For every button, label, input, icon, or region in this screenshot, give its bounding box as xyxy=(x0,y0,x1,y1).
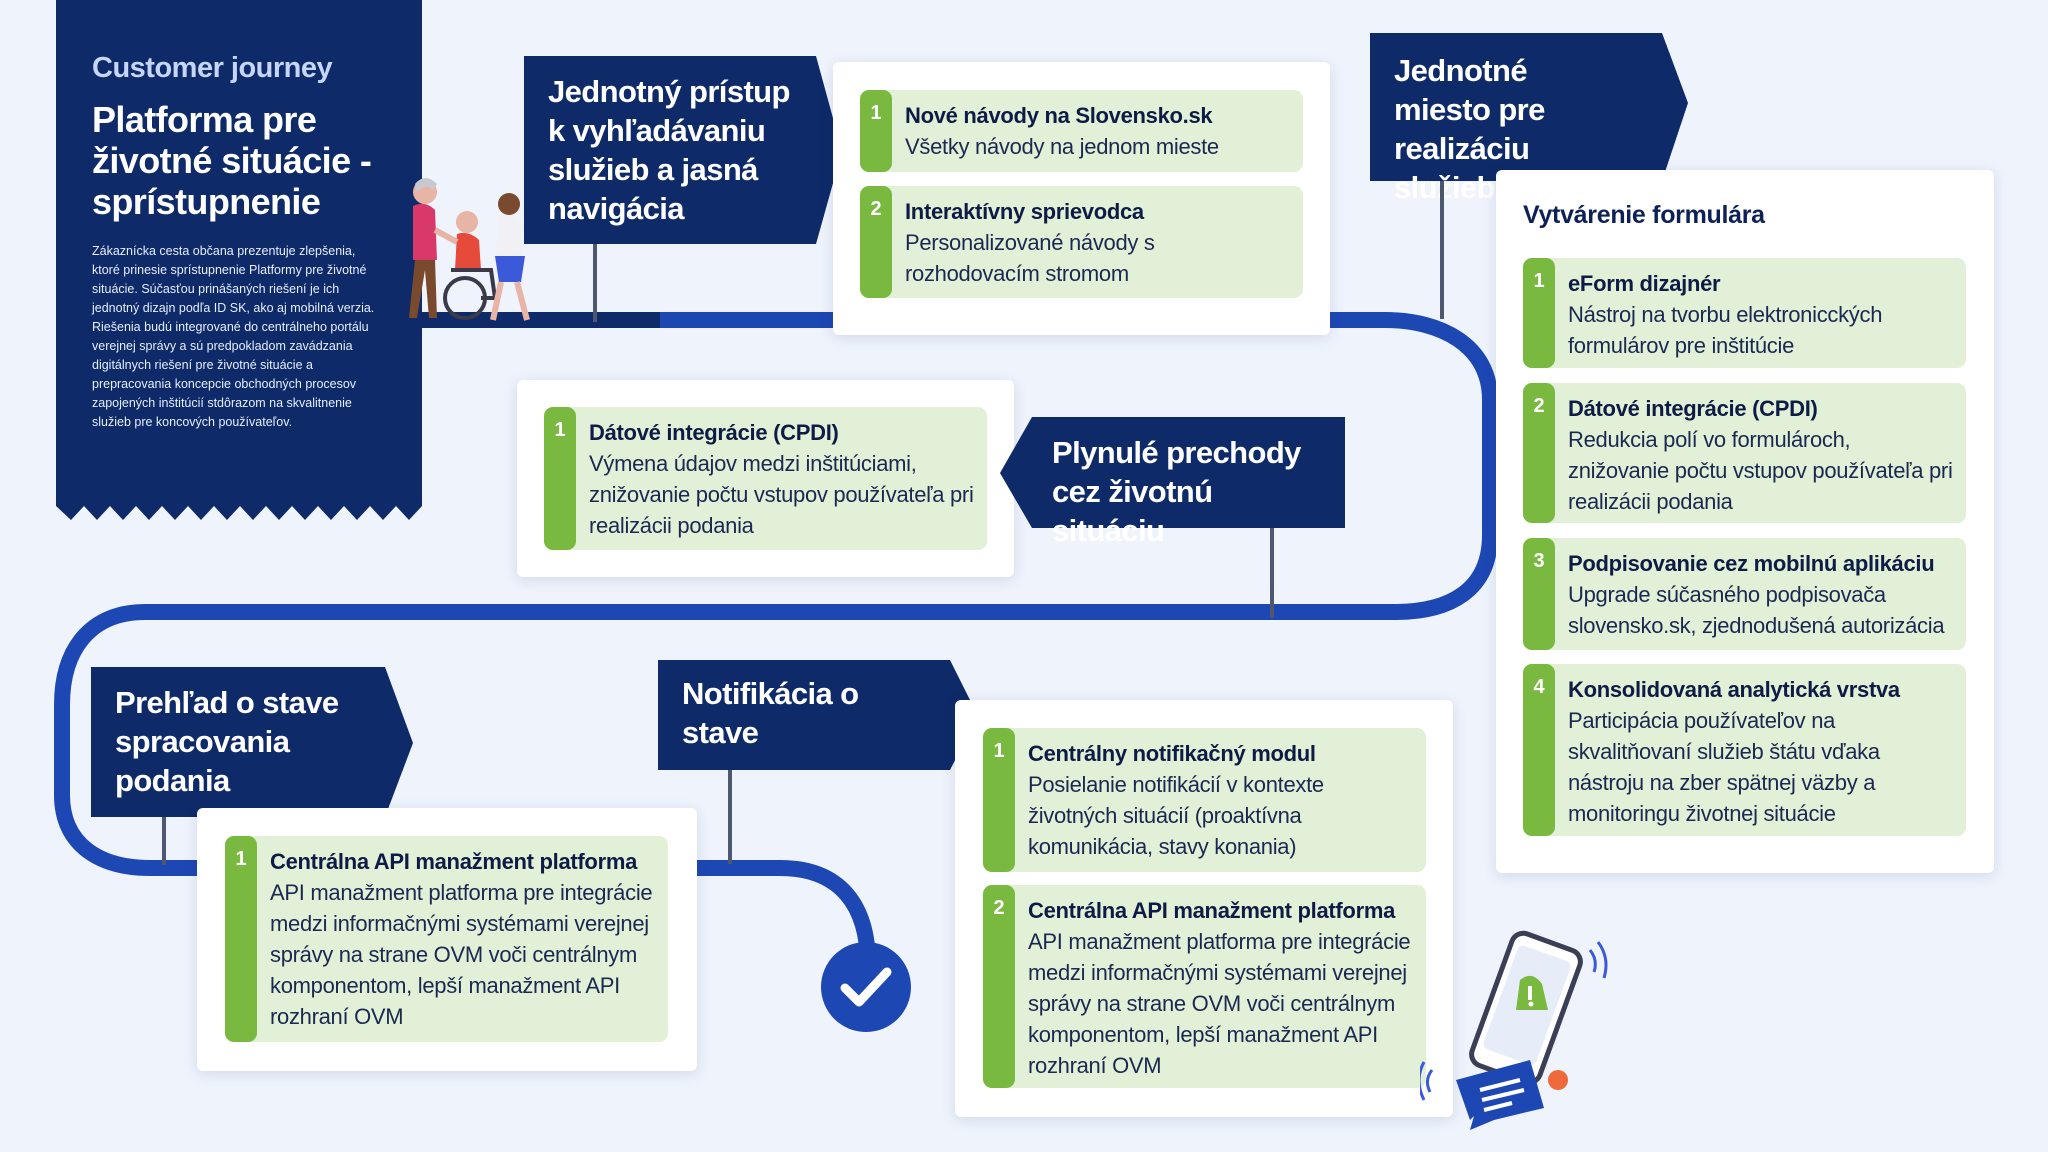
banner-shape-transitions xyxy=(1000,417,1345,528)
banner-shape-single-place xyxy=(1370,33,1688,181)
pole-notification xyxy=(728,770,732,864)
intro-description: Zákaznícka cesta občana prezentuje zlepš… xyxy=(92,244,375,429)
pole-status xyxy=(162,817,166,865)
panel-title-form: Vytvárenie formulára xyxy=(1523,201,1765,229)
banner-single-place: Jednotné miesto pre realizáciu služieb xyxy=(1370,33,1650,205)
banner-shape-status xyxy=(91,667,413,817)
banner-access-title: Jednotný prístup k vyhľadávaniu služieb … xyxy=(548,74,790,226)
banner-transitions: Plynulé prechody cez životnú situáciu xyxy=(1000,417,1345,548)
banner-shape-access xyxy=(524,56,842,244)
banner-status: Prehľad o stave spracovania podania xyxy=(91,667,381,817)
banner-single-place-title: Jednotné miesto pre realizáciu služieb xyxy=(1394,53,1545,205)
banner-access: Jednotný prístup k vyhľadávaniu služieb … xyxy=(524,56,814,244)
banner-status-title: Prehľad o stave spracovania podania xyxy=(115,685,339,798)
intro-title: Platforma pre životné situácie - sprístu… xyxy=(92,99,372,222)
pole-access xyxy=(593,244,597,322)
people-illustration xyxy=(409,178,547,321)
pole-single-place xyxy=(1440,181,1444,319)
intro-zigzag-edge xyxy=(56,498,422,520)
banner-notification: Notifikácia o stave xyxy=(658,660,938,770)
checkmark-icon xyxy=(821,942,911,1032)
phone-notification-illustration xyxy=(1420,930,1608,1130)
banner-notification-title: Notifikácia o stave xyxy=(682,676,859,750)
banner-shape-notification xyxy=(658,660,978,770)
banner-transitions-title: Plynulé prechody cez životnú situáciu xyxy=(1052,435,1301,548)
list-item: 2 Dátové integrácie (CPDI)Redukcia polí … xyxy=(1523,383,1966,523)
list-item: 1 Dátové integrácie (CPDI)Výmena údajov … xyxy=(544,407,987,550)
pole-transitions xyxy=(1270,528,1274,618)
intro-kicker: Customer journey xyxy=(92,52,333,84)
intro-panel: Customer journey Platforma pre životné s… xyxy=(56,0,422,505)
